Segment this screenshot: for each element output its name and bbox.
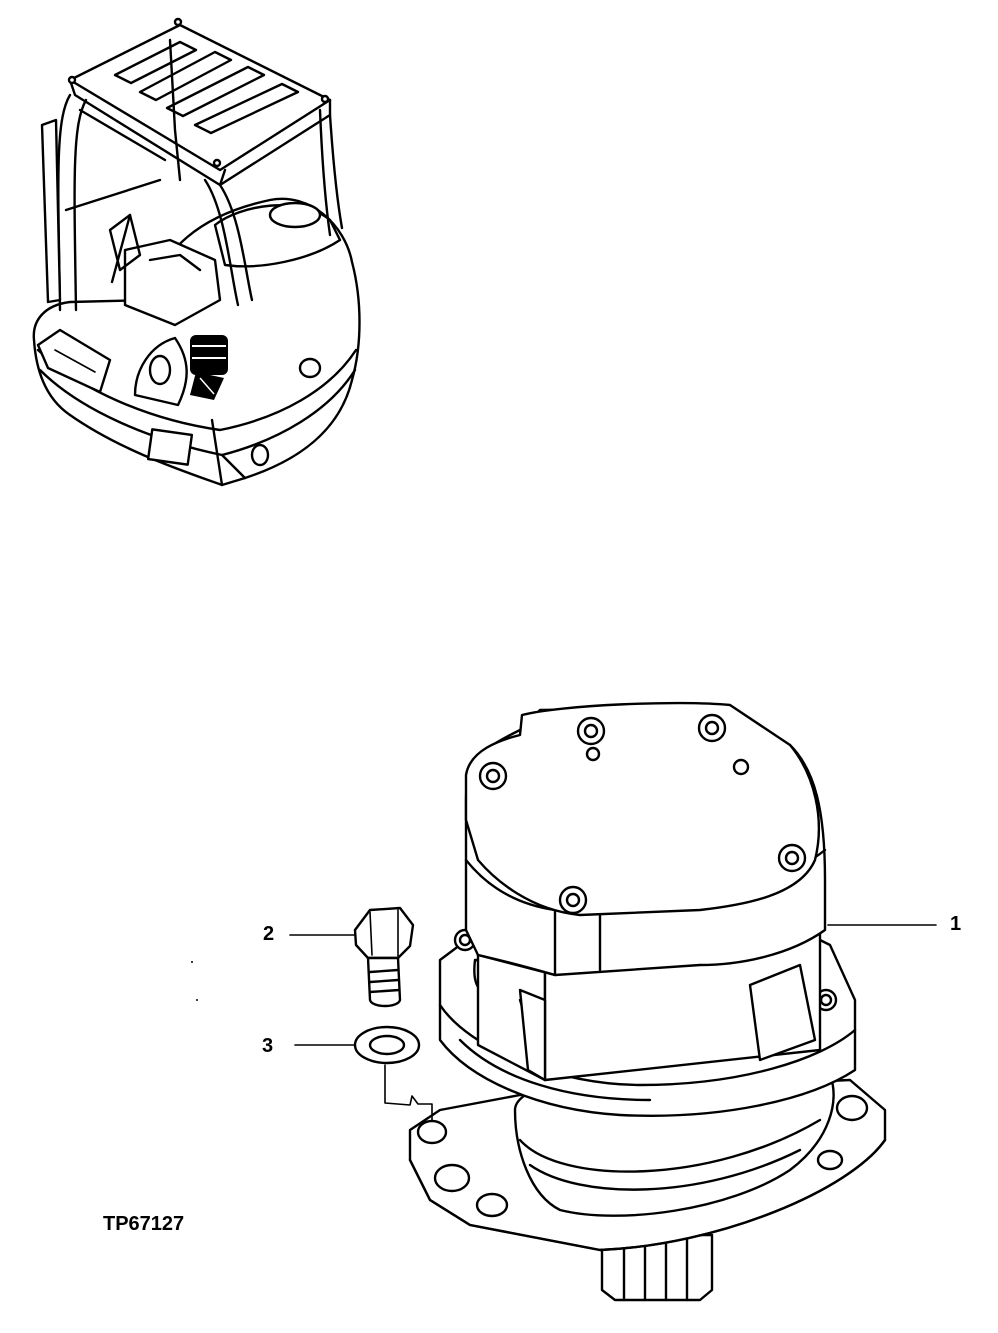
hex-cap-screw-icon xyxy=(353,906,415,1008)
callout-number-1: 1 xyxy=(950,913,961,935)
assembly-path-line xyxy=(384,1064,433,1121)
callout-number-2: 2 xyxy=(263,923,274,945)
figure-id-label: TP67127 xyxy=(103,1213,184,1235)
callout-number-3: 3 xyxy=(262,1035,273,1057)
flat-washer-icon xyxy=(353,1025,421,1065)
highlighted-swing-motor-icon xyxy=(190,335,228,400)
scan-speck xyxy=(191,961,193,963)
cover-bolts xyxy=(478,713,807,915)
excavator-upper-structure-icon xyxy=(32,17,361,487)
swing-motor-icon xyxy=(408,701,887,1302)
scan-speck xyxy=(196,999,198,1001)
